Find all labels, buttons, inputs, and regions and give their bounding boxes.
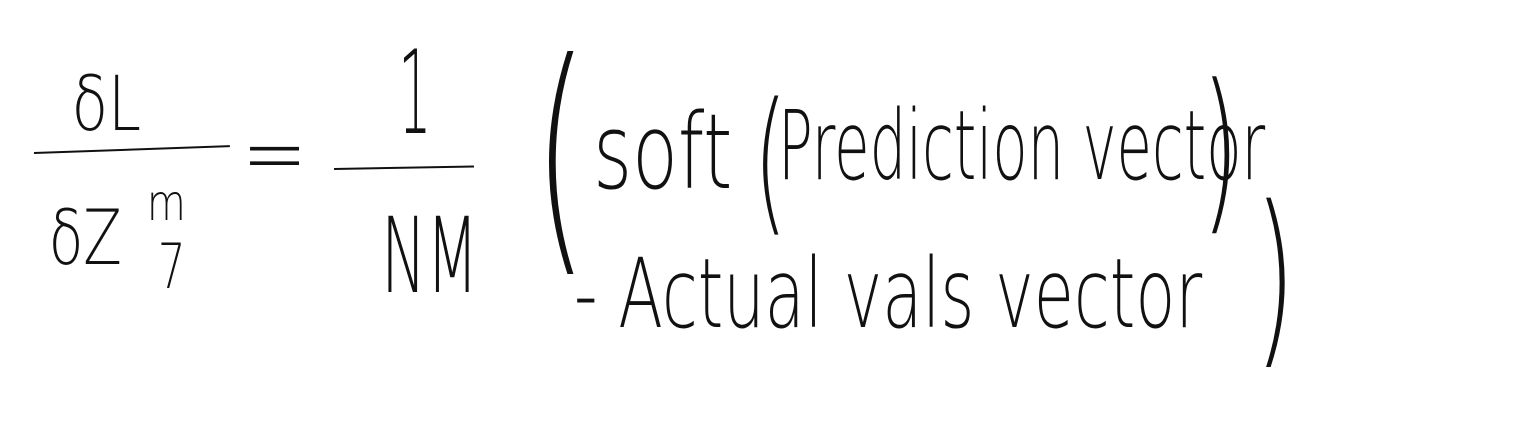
inner-open-paren: ( <box>753 69 788 251</box>
term-soft: soft <box>593 91 733 213</box>
outer-close-paren: ) <box>1254 166 1296 387</box>
term-prediction-vector: Prediction vector <box>778 90 1266 202</box>
lhs-numerator: δL <box>71 59 142 148</box>
coefficient-numerator: 1 <box>398 26 432 161</box>
lhs-denominator-superscript: m <box>146 174 186 232</box>
outer-open-paren: ( <box>533 9 588 300</box>
equals-sign: = <box>241 100 308 207</box>
lhs-denominator-subscript: 7 <box>157 230 186 303</box>
coefficient-denominator: NM <box>381 195 479 317</box>
lhs-denominator-base: δZ <box>48 193 122 282</box>
inner-close-paren: ) <box>1201 47 1240 252</box>
coefficient-fraction-bar <box>333 165 474 170</box>
term-actual-vals-vector: - Actual vals vector <box>574 238 1203 350</box>
